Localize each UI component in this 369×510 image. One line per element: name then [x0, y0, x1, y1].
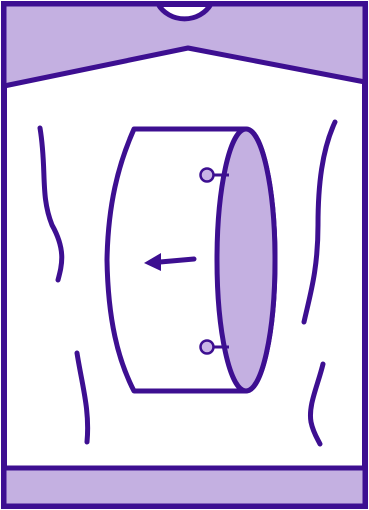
right-upper-curve	[301, 119, 338, 325]
pin-icon	[199, 167, 229, 183]
left-upper-curve	[37, 125, 65, 283]
right-lower-curve	[307, 361, 326, 447]
bottom-band	[1, 465, 368, 509]
pin-icon	[199, 339, 229, 355]
left-lower-curve	[74, 350, 91, 445]
top-band	[1, 1, 368, 89]
arrow-left-icon	[144, 253, 197, 271]
cylinder-end-face	[214, 126, 278, 394]
